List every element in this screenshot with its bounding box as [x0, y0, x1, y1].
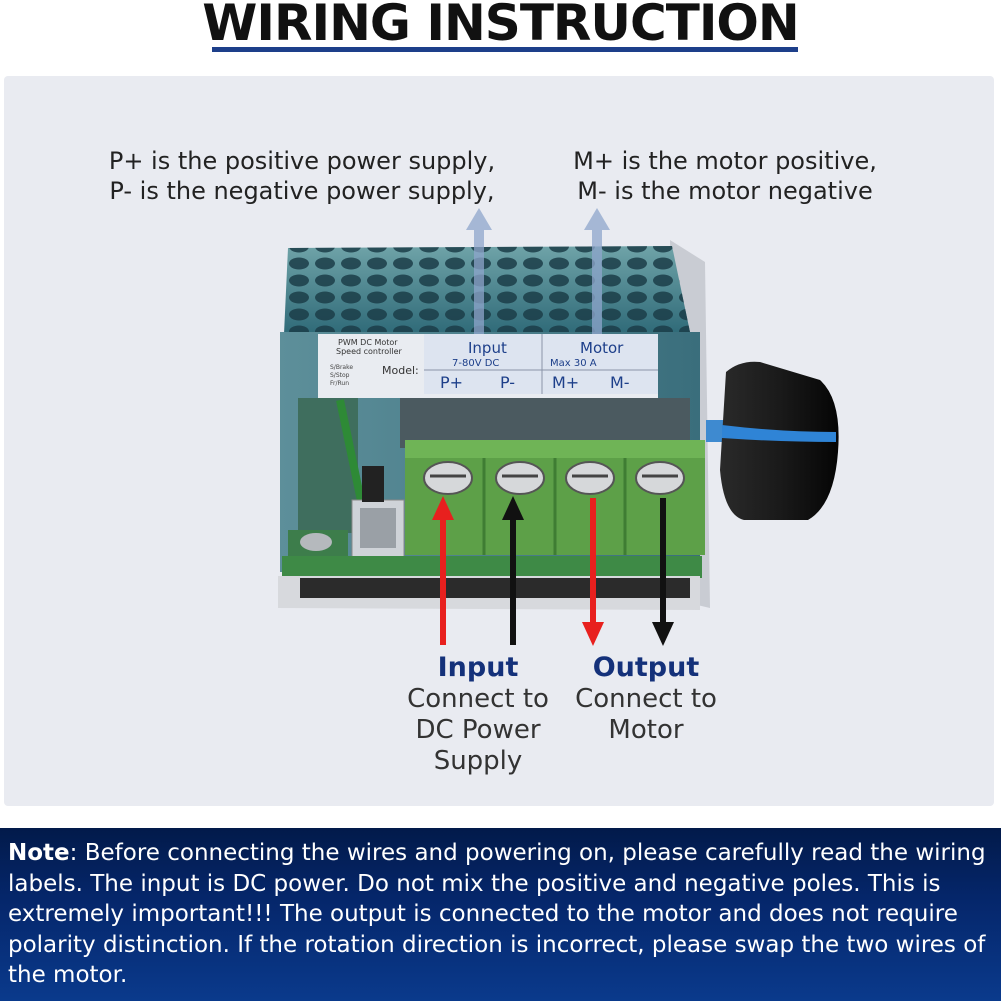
output-desc-line2: Motor [608, 715, 684, 745]
m-minus-label: M- [610, 373, 630, 392]
input-note-line2: P- is the negative power supply, [109, 177, 495, 205]
output-arrows [582, 498, 674, 646]
screw-p-plus [423, 461, 473, 495]
motor-title: Motor [580, 339, 624, 357]
screw-m-minus [635, 461, 685, 495]
terminal-screws [423, 461, 685, 495]
brake-label: S/Brake [330, 364, 353, 371]
p-minus-label: P- [500, 373, 515, 392]
note-body: : Before connecting the wires and poweri… [8, 840, 986, 988]
input-description: Connect to DC Power Supply [398, 684, 558, 777]
input-negative-arrow [510, 515, 516, 645]
motor-max: Max 30 A [550, 358, 597, 369]
output-note-line1: M+ is the motor positive, [573, 147, 877, 175]
input-polarity-note: P+ is the positive power supply, P- is t… [98, 146, 506, 206]
m-plus-label: M+ [552, 373, 579, 392]
input-arrows [432, 496, 524, 645]
input-voltage: 7-80V DC [452, 358, 499, 369]
run-label: Fr/Run [330, 380, 349, 387]
input-title: Input [468, 339, 507, 357]
input-desc-line1: Connect to [407, 684, 549, 714]
input-heading: Input [437, 652, 519, 683]
output-description: Connect to Motor [566, 684, 726, 746]
label-arrows-up [466, 208, 610, 334]
note-label: Note [8, 840, 70, 866]
output-desc-line1: Connect to [575, 684, 717, 714]
input-desc-line2: DC Power [415, 715, 541, 745]
input-positive-arrow [440, 515, 446, 645]
brand-line2: Speed controller [336, 347, 402, 356]
output-negative-arrow [660, 498, 666, 628]
screw-m-plus [565, 461, 615, 495]
stop-label: S/Stop [330, 372, 350, 379]
warning-banner: Note: Before connecting the wires and po… [0, 828, 1001, 1001]
input-desc-line3: Supply [433, 746, 523, 776]
brand-line1: PWM DC Motor [338, 338, 398, 347]
screw-p-minus [495, 461, 545, 495]
knob-blue-ring [722, 425, 836, 442]
input-note-line1: P+ is the positive power supply, [108, 147, 496, 175]
p-plus-label: P+ [440, 373, 463, 392]
output-note-line2: M- is the motor negative [577, 177, 873, 205]
warning-text: Note: Before connecting the wires and po… [8, 838, 998, 991]
output-polarity-note: M+ is the motor positive, M- is the moto… [562, 146, 888, 206]
title-underline [212, 47, 798, 52]
page-title: WIRING INSTRUCTION [202, 0, 800, 52]
output-heading: Output [592, 652, 700, 683]
pcb-board [282, 556, 702, 578]
output-positive-arrow [590, 498, 596, 628]
model-label: Model: [382, 364, 419, 377]
